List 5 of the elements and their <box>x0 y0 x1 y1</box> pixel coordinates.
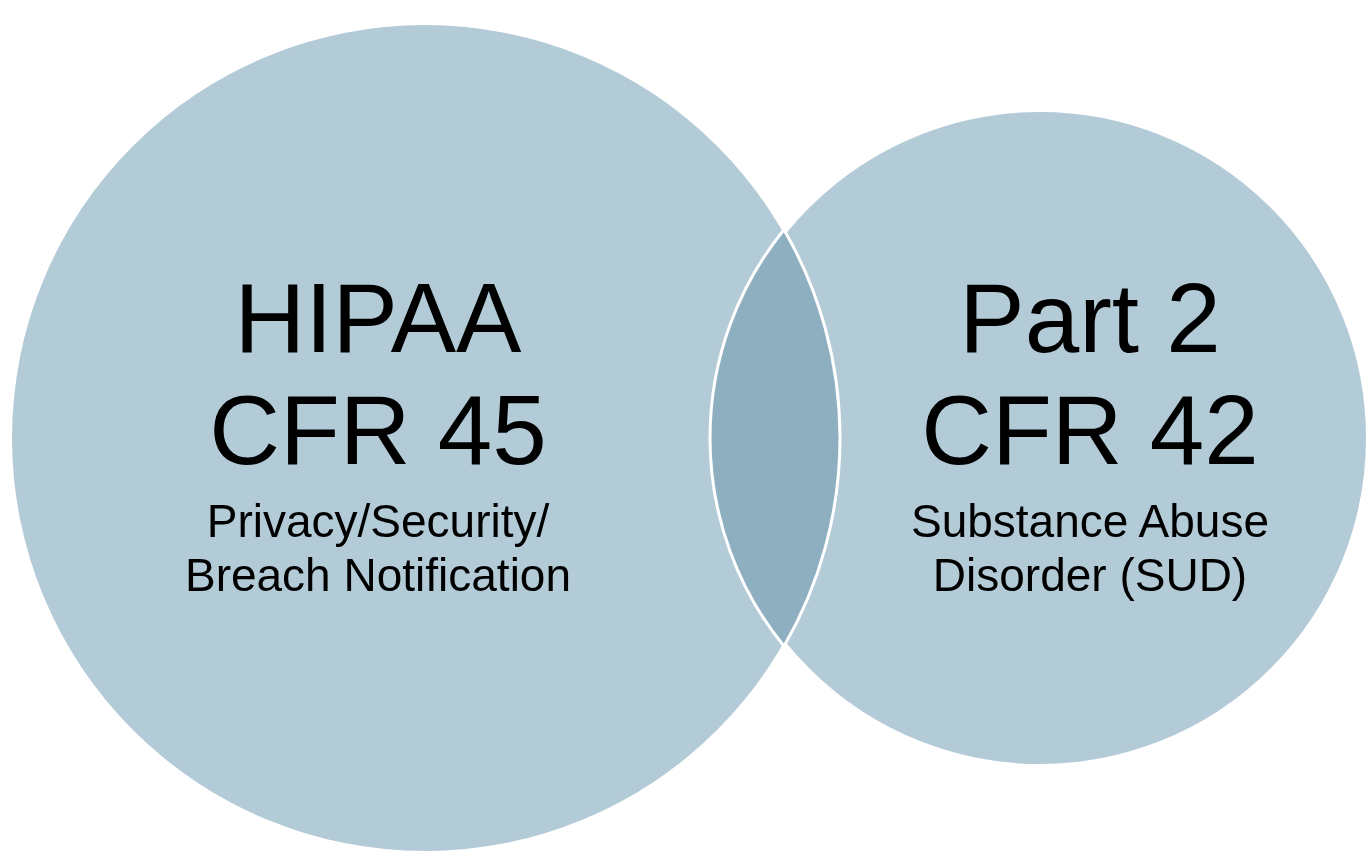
heading-text: HIPAA CFR 45 <box>208 262 548 486</box>
description-text: Substance Abuse Disorder (SUD) <box>909 494 1271 602</box>
description-text: Privacy/Security/ Breach Notification <box>183 494 573 602</box>
overlap-region <box>709 228 841 648</box>
heading-text: Part 2 CFR 42 <box>920 262 1260 486</box>
